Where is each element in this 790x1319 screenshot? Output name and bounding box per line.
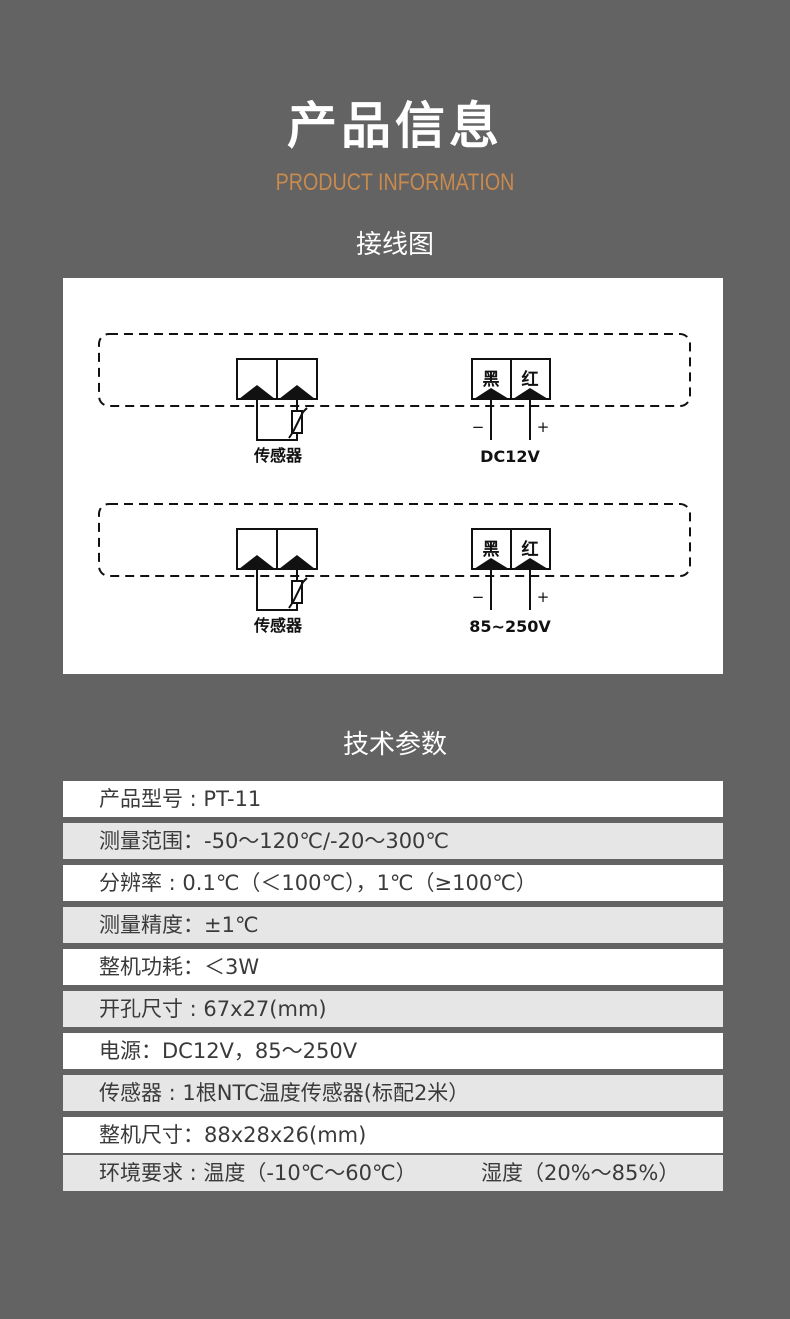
spec-row-range: 测量范围：-50～120℃/-20～300℃ — [63, 823, 723, 859]
spec-row-model: 产品型号 : PT-11 — [63, 781, 723, 817]
spec-row-dimensions: 整机尺寸：88x28x26(mm) — [63, 1117, 723, 1153]
wiring-diagram-panel: 黑 红 − + 传感器 DC12V 黑 红 − + 传感器 85~250V — [63, 278, 723, 674]
spec-row-cutout-size: 开孔尺寸 : 67x27(mm) — [63, 991, 723, 1027]
wiring-heading: 接线图 — [355, 230, 434, 260]
spec-row-power-supply: 电源：DC12V，85～250V — [63, 1033, 723, 1069]
minus-sign: − — [472, 588, 485, 606]
spec-row-sensor: 传感器 : 1根NTC温度传感器(标配2米） — [63, 1075, 723, 1111]
red-wire-label: 红 — [522, 369, 539, 390]
specs-heading: 技术参数 — [342, 730, 447, 760]
wiring-diagram: 黑 红 − + 传感器 DC12V 黑 红 − + 传感器 85~250V — [98, 333, 691, 636]
spec-row-resolution: 分辨率 : 0.1℃（＜100℃），1℃（≥100℃） — [63, 865, 723, 901]
wiring-diagram-dc: 黑 红 − + 传感器 DC12V — [98, 333, 691, 466]
spec-row-power-consumption: 整机功耗：＜3W — [63, 949, 723, 985]
sensor-label: 传感器 — [253, 616, 303, 635]
black-wire-label: 黑 — [483, 540, 500, 560]
power-label: DC12V — [480, 447, 540, 466]
power-label: 85~250V — [469, 617, 551, 636]
minus-sign: − — [472, 418, 485, 436]
page-title: 产品信息 — [287, 97, 503, 155]
spec-row-accuracy: 测量精度：±1℃ — [63, 907, 723, 943]
wiring-diagram-ac: 黑 红 − + 传感器 85~250V — [98, 503, 691, 636]
plus-sign: + — [537, 588, 550, 606]
page-subtitle: PRODUCT INFORMATION — [275, 169, 515, 196]
red-wire-label: 红 — [522, 539, 539, 560]
sensor-label: 传感器 — [253, 446, 303, 465]
black-wire-label: 黑 — [483, 370, 500, 390]
environment-humidity: 湿度（20%～85%） — [481, 1161, 680, 1185]
spec-row-environment: 环境要求 : 温度（-10℃～60℃） 湿度（20%～85%） — [63, 1155, 723, 1191]
plus-sign: + — [537, 418, 550, 436]
environment-temperature: 环境要求 : 温度（-10℃～60℃） — [99, 1161, 417, 1185]
